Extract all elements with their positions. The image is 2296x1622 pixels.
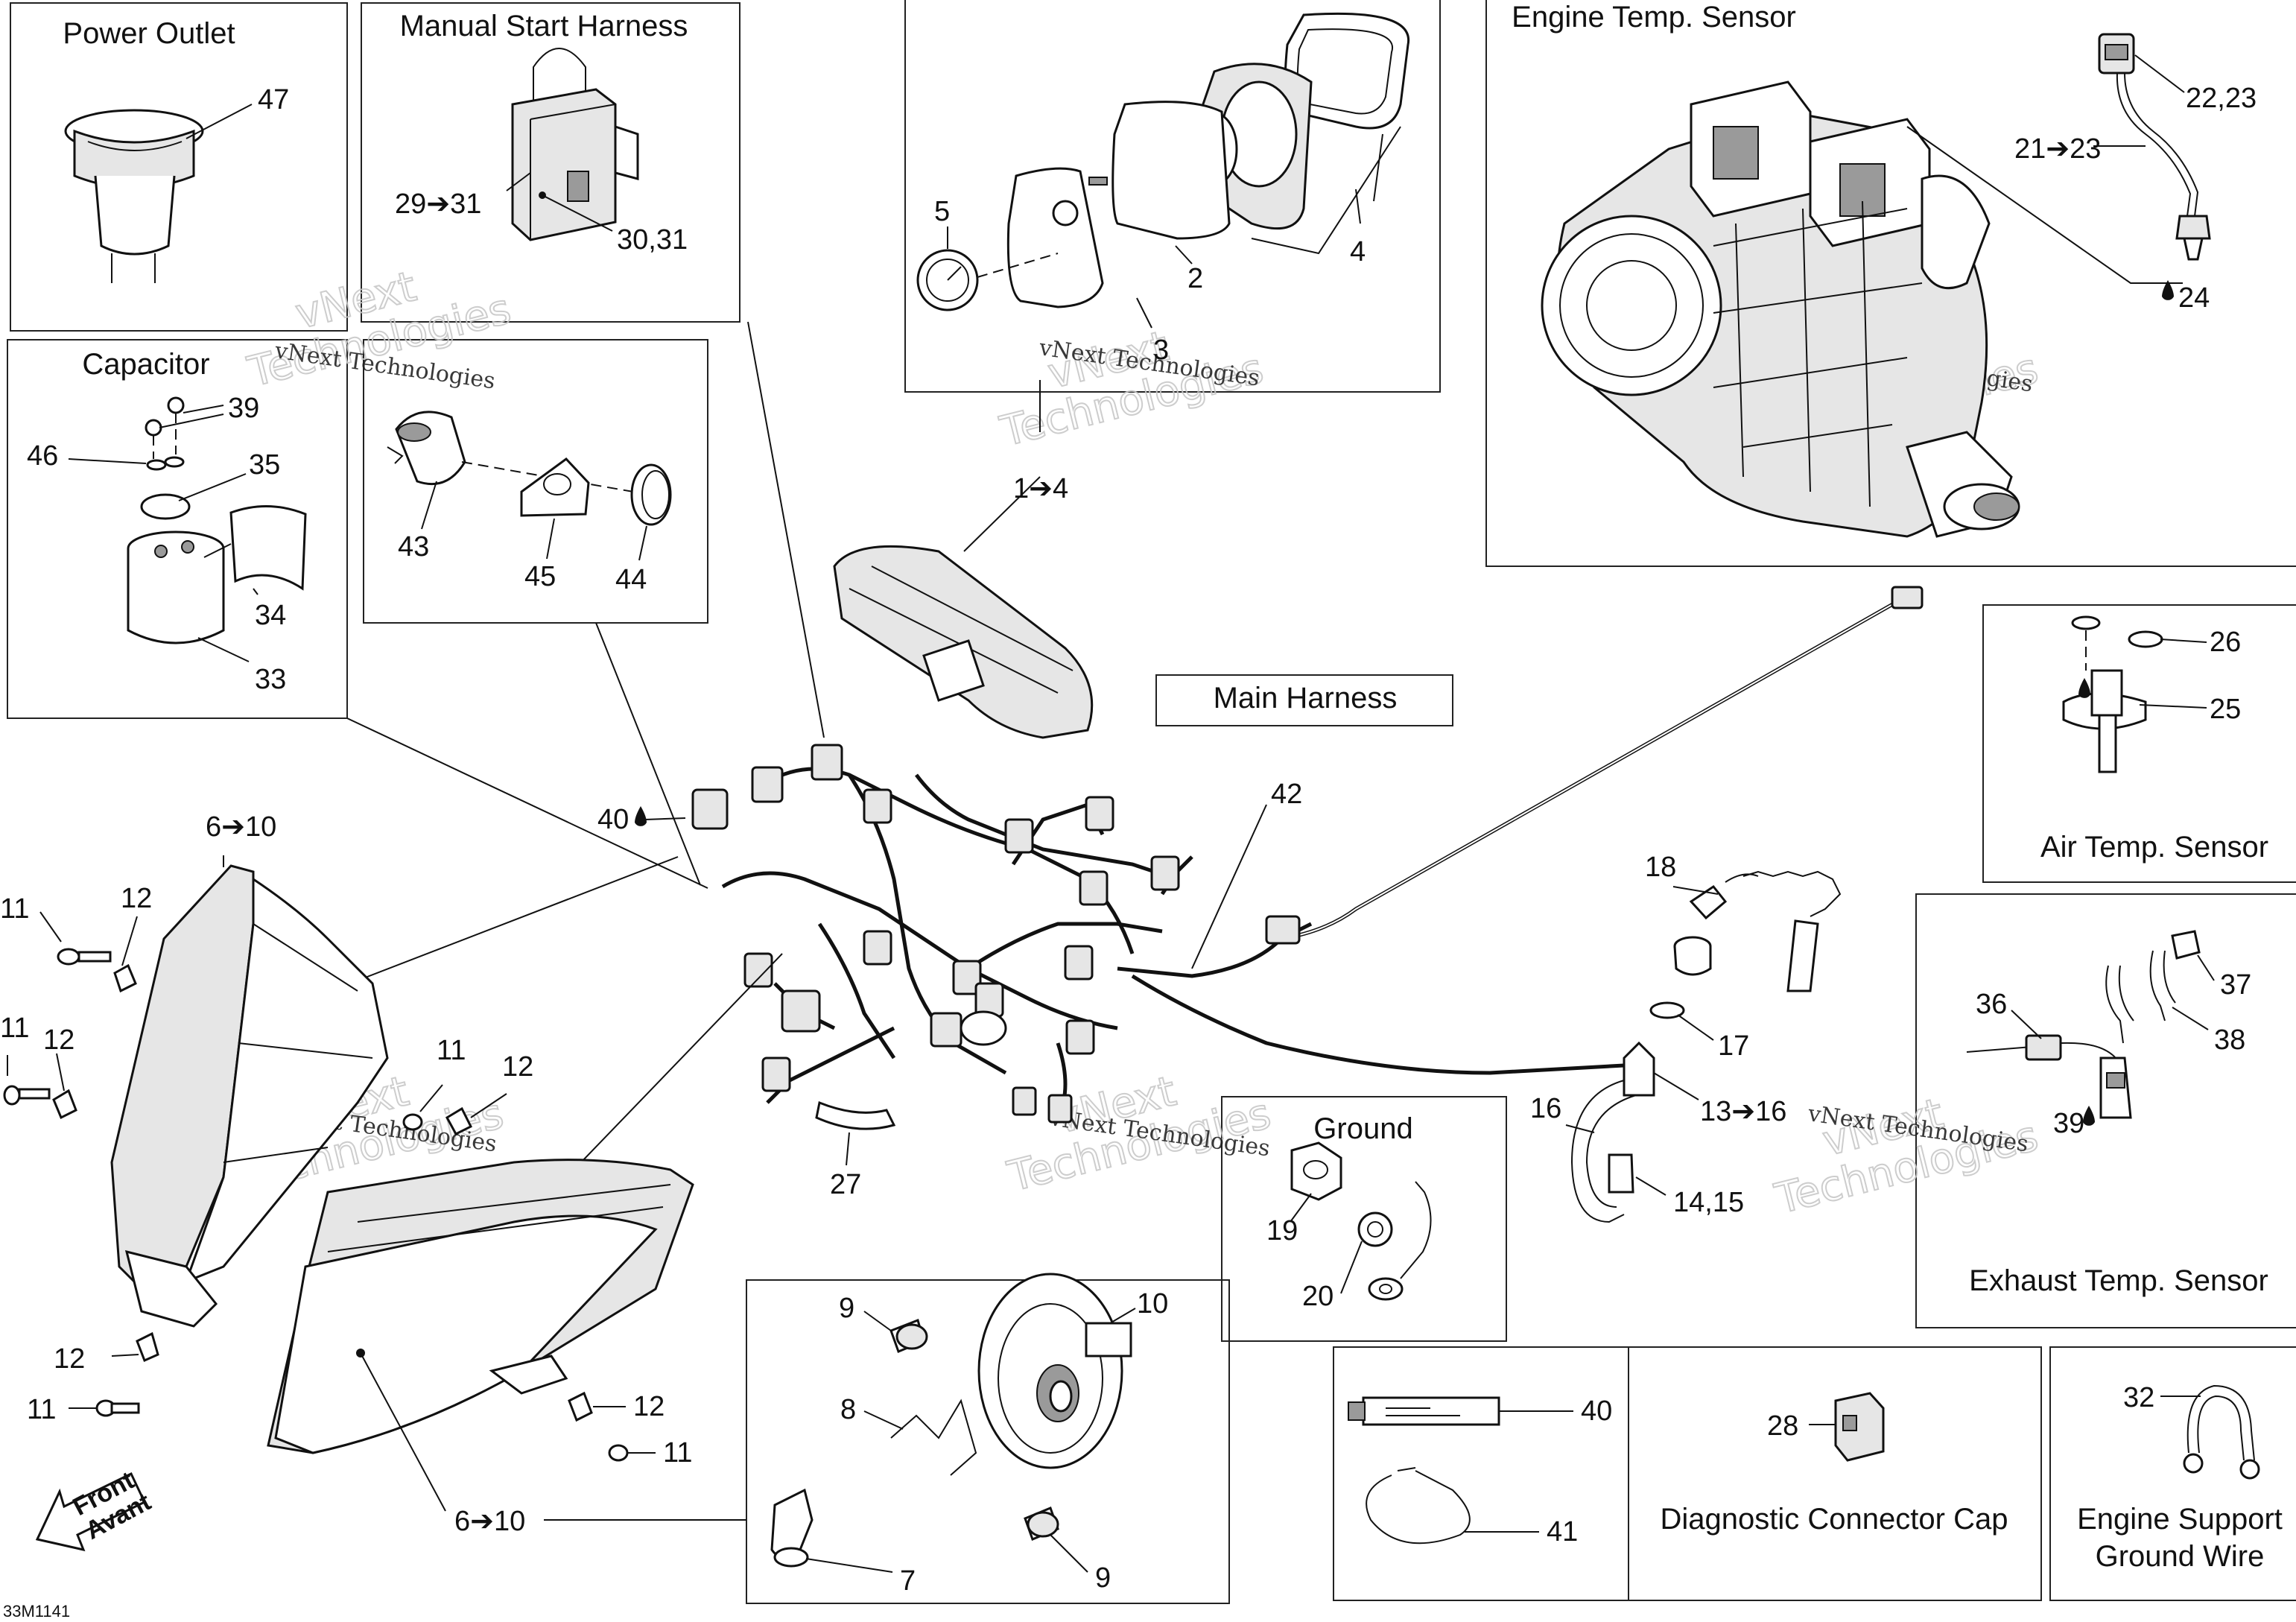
ground-part xyxy=(1290,1141,1432,1301)
callout-46: 46 xyxy=(27,440,58,472)
exhaust-temp-sensor-part xyxy=(1966,930,2215,1126)
main-harness-title: Main Harness xyxy=(1214,682,1398,715)
manual-start-harness-part xyxy=(506,48,639,241)
callout-21-23: 21➔23 xyxy=(2014,133,2101,165)
engine-support-title-line1: Engine Support xyxy=(2077,1503,2283,1536)
callout-6-10-bottom: 6➔10 xyxy=(454,1506,525,1537)
exhaust-temp-sensor-title: Exhaust Temp. Sensor xyxy=(1969,1264,2268,1297)
callout-34: 34 xyxy=(255,600,286,631)
callout-3: 3 xyxy=(1153,335,1169,366)
drop-icon xyxy=(2162,280,2174,300)
section-boxes xyxy=(7,0,2296,1604)
engine-temp-sensor-title: Engine Temp. Sensor xyxy=(1512,1,1796,34)
main-harness-part xyxy=(346,321,1924,1166)
drop-icon xyxy=(2078,678,2090,698)
callout-11-d: 11 xyxy=(27,1394,56,1425)
callout-19: 19 xyxy=(1266,1215,1298,1246)
callout-11-b: 11 xyxy=(0,1013,29,1044)
connector-kit-part xyxy=(387,411,672,561)
callout-40: 40 xyxy=(597,804,629,835)
callout-13-16: 13➔16 xyxy=(1700,1096,1786,1127)
callout-45: 45 xyxy=(524,561,556,592)
callout-33: 33 xyxy=(255,664,286,695)
air-temp-sensor-title: Air Temp. Sensor xyxy=(2040,831,2268,864)
callout-40-kit: 40 xyxy=(1581,1396,1612,1427)
headlight-bulb-part xyxy=(544,1273,1136,1573)
callout-4: 4 xyxy=(1350,236,1366,267)
callout-30-31: 30,31 xyxy=(617,224,688,256)
callout-11-c: 11 xyxy=(437,1035,466,1066)
drop-icon xyxy=(635,806,647,826)
callout-38: 38 xyxy=(2214,1024,2245,1056)
callout-32: 32 xyxy=(2123,1382,2154,1413)
callout-43: 43 xyxy=(398,531,429,563)
callout-9-a: 9 xyxy=(839,1293,854,1324)
drop-icon xyxy=(2083,1106,2095,1126)
callout-8: 8 xyxy=(840,1394,856,1425)
callout-26: 26 xyxy=(2210,627,2241,658)
callout-18: 18 xyxy=(1645,852,1676,883)
engine-support-title-line2: Ground Wire xyxy=(2096,1540,2265,1573)
tether-cord-part xyxy=(1565,870,1842,1223)
front-arrow: Front Avant xyxy=(35,1466,156,1552)
ground-title: Ground xyxy=(1313,1112,1412,1145)
callout-12-d: 12 xyxy=(54,1343,85,1375)
callout-14-15: 14,15 xyxy=(1673,1187,1744,1218)
diagnostic-connector-cap-title: Diagnostic Connector Cap xyxy=(1661,1503,2008,1536)
callout-12-a: 12 xyxy=(121,883,152,914)
callout-11-a: 11 xyxy=(0,893,29,925)
callout-17: 17 xyxy=(1718,1030,1749,1062)
capacitor-title: Capacitor xyxy=(82,348,209,381)
callout-36: 36 xyxy=(1976,989,2007,1020)
callout-25: 25 xyxy=(2210,694,2241,725)
callout-9-b: 9 xyxy=(1095,1562,1111,1594)
callout-20: 20 xyxy=(1302,1281,1333,1312)
engine-temp-sensor-part xyxy=(1906,33,2211,300)
headlight-lens-part xyxy=(267,1159,694,1512)
callout-6-10-top: 6➔10 xyxy=(206,811,276,843)
callout-35: 35 xyxy=(249,449,280,481)
callout-labels: 47 29➔31 30,31 5 2 3 4 1➔4 22,23 21➔23 2… xyxy=(0,83,2257,1597)
callout-10: 10 xyxy=(1137,1288,1168,1320)
gauge-cluster-exploded xyxy=(916,12,1410,432)
power-outlet-part xyxy=(64,104,253,283)
callout-12-c: 12 xyxy=(502,1051,533,1083)
callout-39-exhaust: 39 xyxy=(2053,1108,2084,1139)
callout-1-4: 1➔4 xyxy=(1013,473,1068,504)
callout-16: 16 xyxy=(1530,1093,1561,1124)
callout-39-capacitor: 39 xyxy=(228,393,259,424)
callout-41: 41 xyxy=(1547,1516,1578,1547)
manual-start-harness-title: Manual Start Harness xyxy=(400,10,688,42)
power-outlet-title: Power Outlet xyxy=(63,17,235,50)
capacitor-part xyxy=(68,396,307,662)
section-titles: Power Outlet Manual Start Harness Engine… xyxy=(63,1,2282,1573)
callout-24: 24 xyxy=(2178,282,2210,314)
grease-and-tie-part xyxy=(1348,1396,1573,1545)
headlight-housing-part xyxy=(3,855,507,1417)
engine-part xyxy=(1541,80,2020,538)
callout-28: 28 xyxy=(1767,1410,1798,1442)
callout-44: 44 xyxy=(615,564,647,595)
callout-42: 42 xyxy=(1271,779,1302,810)
engine-support-ground-wire-part xyxy=(2160,1384,2260,1480)
callout-2: 2 xyxy=(1187,263,1203,294)
callout-5: 5 xyxy=(934,196,950,227)
callout-37: 37 xyxy=(2220,969,2251,1001)
callout-27: 27 xyxy=(830,1169,861,1200)
callout-11-e: 11 xyxy=(663,1437,692,1469)
callout-47: 47 xyxy=(258,84,289,115)
callout-7: 7 xyxy=(900,1565,916,1597)
callout-29-31: 29➔31 xyxy=(395,189,481,220)
callout-12-b: 12 xyxy=(43,1024,74,1056)
diagnostic-cap-part xyxy=(1809,1392,1885,1462)
diagram-code: 33M1141 xyxy=(3,1602,70,1621)
callout-12-e: 12 xyxy=(633,1391,665,1422)
air-temp-sensor-part xyxy=(2062,615,2207,773)
callout-22-23: 22,23 xyxy=(2186,83,2257,114)
